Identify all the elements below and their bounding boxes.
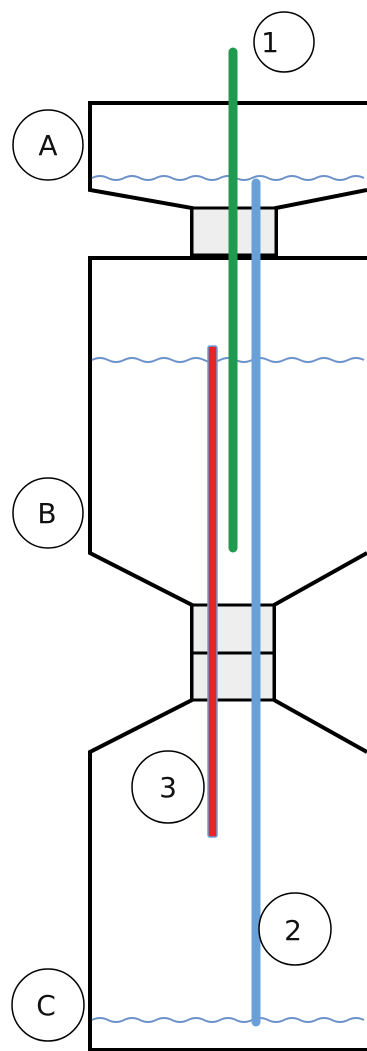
label-c: C	[11, 968, 85, 1042]
water-line-b	[91, 357, 365, 363]
label-a-text: A	[38, 129, 57, 162]
label-b-text: B	[37, 497, 56, 530]
label-1-text: 1	[261, 26, 279, 59]
water-line-a	[91, 175, 365, 181]
label-c-text: C	[36, 989, 56, 1022]
label-b: B	[12, 477, 84, 549]
connector-b-c-lower	[190, 651, 276, 702]
water-line-c	[91, 1017, 365, 1023]
label-2-text: 2	[284, 914, 302, 947]
label-2: 2	[258, 892, 332, 966]
label-3-text: 3	[159, 771, 177, 804]
label-1: 1	[253, 11, 315, 73]
vessel-b-right-funnel	[272, 551, 367, 754]
label-a: A	[12, 109, 84, 181]
tube-3	[207, 345, 218, 838]
label-3: 3	[131, 750, 205, 824]
connector-b-c-upper	[190, 603, 276, 655]
